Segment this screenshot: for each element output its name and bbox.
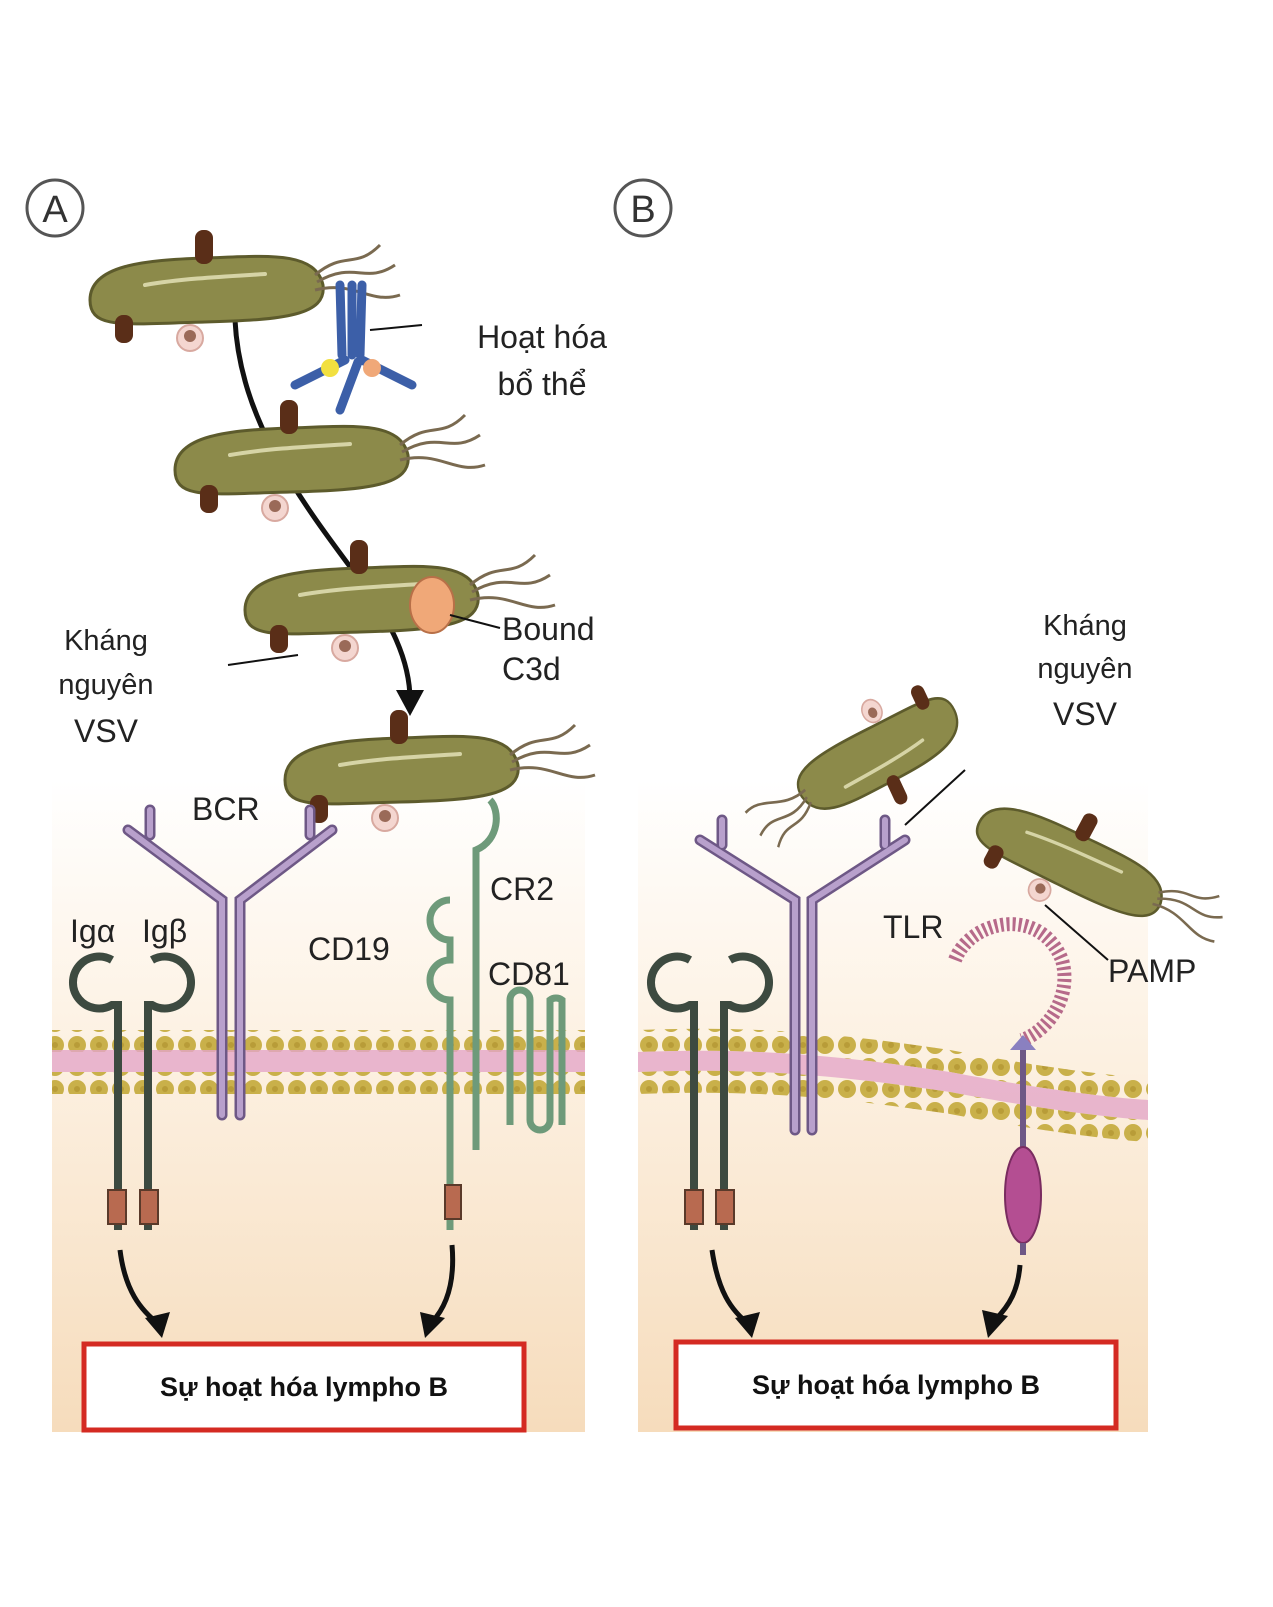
antigen-label: nguyên xyxy=(58,669,153,701)
antigen-label: VSV xyxy=(74,713,139,749)
antigen-label: nguyên xyxy=(1037,653,1132,685)
tlr-label: TLR xyxy=(883,909,943,945)
arrowhead-icon xyxy=(396,690,424,716)
panel-b-circle-icon xyxy=(613,178,673,238)
result-label-a: Sự hoạt hóa lympho B xyxy=(160,1372,448,1402)
tlr-icon xyxy=(948,917,1072,1255)
complement-activation-label: bổ thể xyxy=(498,366,587,402)
bcr-label: BCR xyxy=(192,791,260,827)
panel-b: B Kháng nguyên VSV TLR PAMP xyxy=(613,178,1242,1432)
antigen-label: Kháng xyxy=(64,625,148,657)
bacterium xyxy=(173,398,487,523)
cd19-cr2-cd81-icon xyxy=(426,797,566,1230)
complement-protein-icon xyxy=(290,280,417,415)
ig-alpha-beta-icon xyxy=(646,952,774,1230)
result-label-b: Sự hoạt hóa lympho B xyxy=(752,1370,1040,1400)
cell-membrane xyxy=(52,1030,585,1094)
ig-alpha-beta-icon xyxy=(68,952,196,1230)
ig-beta-label: Igβ xyxy=(142,913,187,949)
cr2-label: CR2 xyxy=(490,871,554,907)
antigen-label: VSV xyxy=(1053,696,1118,732)
complement-activation-label: Hoạt hóa xyxy=(477,319,607,355)
bcr-icon xyxy=(122,804,338,1121)
result-box-b xyxy=(673,1339,1119,1431)
cd19-label: CD19 xyxy=(308,931,390,967)
result-box-a xyxy=(81,1341,527,1433)
antigen-label: Kháng xyxy=(1043,610,1127,642)
panel-b-letter: B xyxy=(630,189,655,231)
bound-c3d-label: C3d xyxy=(502,651,561,687)
panel-a: A Hoạt hóa bổ thể Bound C3d Kháng nguyên… xyxy=(25,178,607,1433)
pathway-arrow xyxy=(232,319,413,701)
bcr-icon xyxy=(694,814,911,1136)
pamp-label: PAMP xyxy=(1108,953,1196,989)
c3d-icon xyxy=(409,576,455,634)
cell-background xyxy=(52,780,585,1432)
ig-alpha-label: Igα xyxy=(70,913,115,949)
panel-a-circle-icon xyxy=(25,178,85,238)
bound-c3d-label: Bound xyxy=(502,611,595,647)
panel-a-letter: A xyxy=(42,189,68,231)
cd81-label: CD81 xyxy=(488,956,570,992)
